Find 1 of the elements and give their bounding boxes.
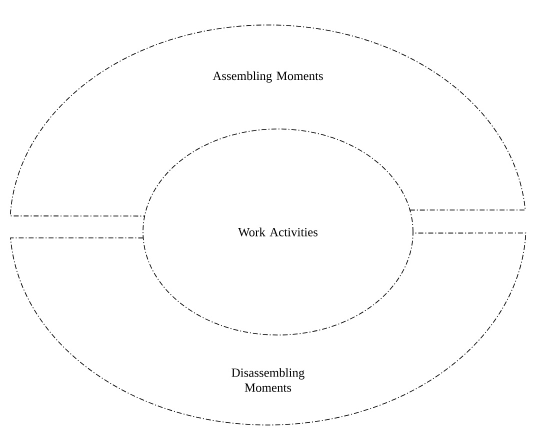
ring-band: Assembling Moments [10, 24, 526, 216]
